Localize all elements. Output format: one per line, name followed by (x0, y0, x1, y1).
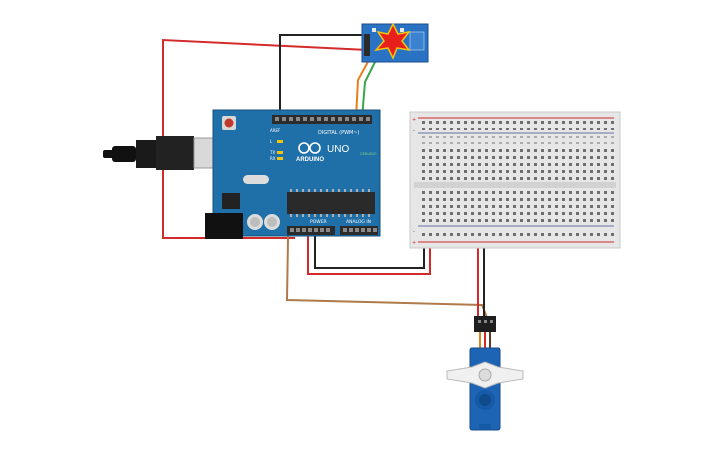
aref-label: AREF (270, 128, 281, 133)
servo-connector (474, 316, 496, 332)
sub-model-label: GENUINO (360, 152, 377, 156)
arduino-uno-board[interactable]: DIGITAL (PWM~) AREF L TX RX ARDUINO UNO … (205, 109, 381, 239)
wire-black-sensor-gnd[interactable] (279, 34, 365, 118)
breadboard[interactable]: + - - + (409, 111, 621, 249)
power-jack (205, 213, 243, 239)
led-tx-label: TX (269, 150, 275, 155)
wire-red-5v-breadboard[interactable] (307, 236, 431, 275)
led-tx (277, 151, 283, 154)
wire-orange-sensor-signal[interactable] (355, 57, 371, 119)
servo-horn[interactable] (446, 361, 524, 389)
model-label: UNO (327, 144, 349, 155)
bottom-rail-minus: - (413, 229, 415, 235)
digital-label: DIGITAL (PWM~) (318, 130, 360, 136)
digital-header (272, 115, 372, 124)
wire-green-sensor[interactable] (361, 59, 377, 119)
crystal (243, 175, 269, 184)
wire-black-gnd-breadboard[interactable] (314, 236, 425, 269)
voltage-regulator (222, 193, 240, 209)
servo-motor[interactable] (446, 316, 524, 431)
led-rx-label: RX (270, 156, 276, 161)
analog-label: ANALOG IN (346, 219, 371, 225)
power-label: POWER (310, 219, 327, 225)
top-rail-minus: - (413, 128, 415, 134)
led-l-label: L (270, 139, 273, 144)
usb-cable (103, 136, 225, 170)
arduino-logo (298, 142, 321, 154)
atmega-chip (287, 192, 375, 214)
sensor-module[interactable] (361, 22, 429, 63)
brand-label: ARDUINO (296, 157, 324, 163)
top-rail-plus: + (412, 117, 416, 123)
led-rx (277, 157, 283, 160)
bottom-rail-plus: + (412, 240, 416, 246)
led-l (277, 140, 283, 143)
sensor-header (364, 34, 370, 56)
sensor-burst-icon (374, 22, 411, 60)
